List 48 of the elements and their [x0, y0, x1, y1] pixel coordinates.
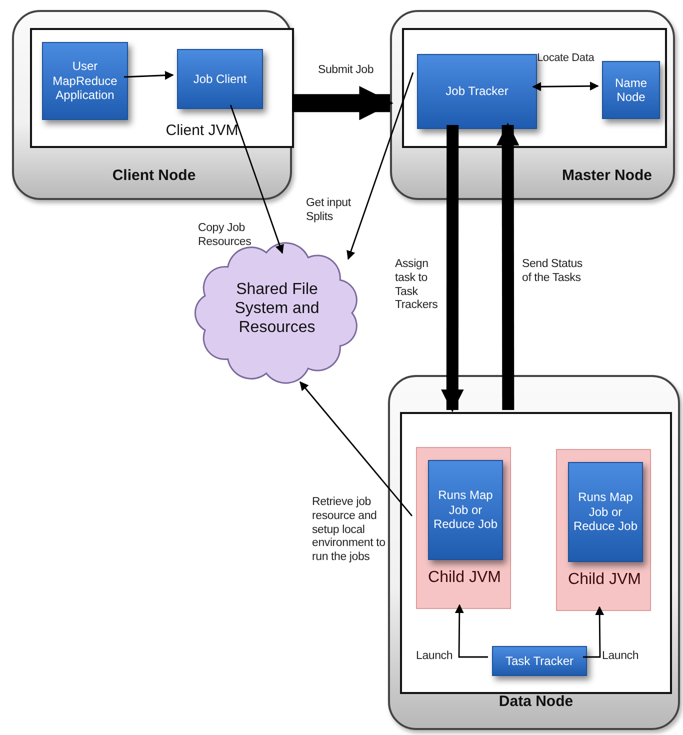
box-label: Job Client [192, 70, 248, 88]
node-label: Client JVM [164, 122, 240, 140]
node-panel [390, 10, 675, 200]
edge-label: Launch [416, 650, 454, 664]
edge-label: Send Status of the Tasks [522, 258, 584, 286]
arrow [583, 606, 604, 658]
process-box [428, 460, 503, 560]
edge-label: Retrieve job resource and setup local environment to run the jobs [312, 496, 386, 565]
jvm-container [416, 447, 511, 609]
node-label: Child JVM [427, 568, 502, 588]
box-label: Runs Map Job or Reduce Job [432, 487, 499, 534]
process-box [177, 49, 263, 109]
edge-label: Submit Job [318, 64, 375, 78]
arrow [300, 381, 413, 516]
box-label: Runs Map Job or Reduce Job [572, 489, 639, 536]
jvm-frame [30, 28, 294, 148]
node-panel [388, 375, 680, 730]
process-box [492, 646, 587, 676]
node-label: Shared File System and Resources [234, 280, 320, 338]
arrow [532, 82, 599, 92]
node-label: Data Node [498, 693, 574, 711]
arrow [292, 86, 394, 120]
edge-label: Get input Splits [306, 197, 352, 225]
process-box [417, 54, 537, 129]
edge-label: Locate Data [537, 52, 596, 66]
edge-label: Copy Job Resources [198, 222, 252, 250]
process-box [568, 462, 643, 562]
box-label: Task Tracker [504, 652, 574, 670]
arrow [346, 72, 414, 260]
arrow [441, 125, 464, 412]
node-panel [12, 10, 292, 200]
edge-label: Launch [602, 650, 640, 664]
box-label: Name Node [614, 74, 648, 106]
process-box [602, 61, 660, 119]
frame-box [400, 412, 672, 694]
arrow [496, 122, 520, 410]
process-box [42, 42, 128, 120]
box-label: Job Tracker [444, 83, 510, 100]
arrow [230, 104, 284, 254]
node-label: Master Node [560, 167, 654, 185]
edge-label: Assign task to Task Trackers [395, 258, 439, 314]
box-label: User MapReduce Application [52, 58, 118, 104]
node-label: Client Node [111, 167, 197, 185]
arrow [124, 70, 174, 80]
node-label: Child JVM [567, 570, 642, 590]
jvm-container [556, 449, 651, 611]
arrow [454, 604, 488, 658]
frame-box [402, 28, 667, 148]
